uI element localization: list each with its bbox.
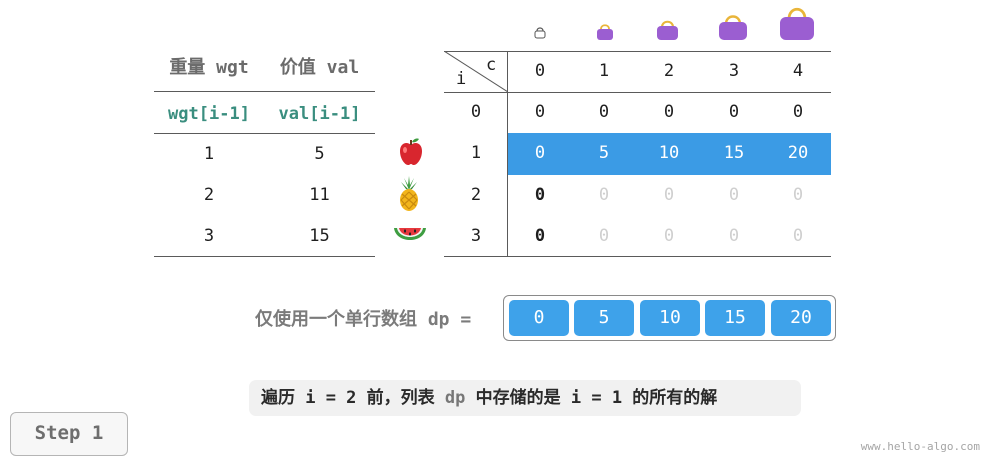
- grid-cell-1-2: 10: [658, 143, 680, 163]
- grid-row-header-2: 2: [470, 185, 482, 205]
- grid-cell-0-4: 0: [792, 102, 804, 122]
- grid-cell-1-3: 15: [723, 143, 745, 163]
- grid-col-header-3: 3: [728, 61, 740, 81]
- grid-col-header-1: 1: [598, 61, 610, 81]
- grid-col-axis-label: c: [486, 55, 497, 75]
- grid-row-header-1: 1: [470, 143, 482, 163]
- grid-cell-0-0: 0: [534, 102, 546, 122]
- bag-icon-capacity-0: [534, 27, 546, 39]
- grid-cell-3-0: 0: [534, 226, 546, 246]
- item-value-3: 15: [309, 226, 330, 246]
- grid-row-axis-label: i: [456, 69, 467, 89]
- grid-col-header-0: 0: [534, 61, 546, 81]
- item-weight-2: 2: [203, 185, 215, 205]
- caption-keyword: dp: [444, 388, 466, 408]
- grid-cell-3-3: 0: [728, 226, 740, 246]
- grid-cell-2-0: 0: [534, 185, 546, 205]
- header-value: 价值 val: [279, 57, 360, 78]
- grid-top-border: [444, 51, 831, 52]
- grid-cell-2-4: 0: [792, 185, 804, 205]
- highlighted-row: [508, 133, 831, 175]
- grid-cell-2-1: 0: [598, 185, 610, 205]
- item-value-1: 5: [314, 144, 325, 164]
- bag-icon-capacity-3: [719, 15, 747, 40]
- grid-row-header-0: 0: [470, 102, 482, 122]
- grid-cell-0-3: 0: [728, 102, 740, 122]
- watermark: www.hello-algo.com: [860, 440, 980, 453]
- grid-col-header-2: 2: [663, 61, 675, 81]
- dp-array-cell-0: 0: [509, 300, 569, 336]
- watermelon-icon: [394, 228, 426, 240]
- bag-icon-capacity-2: [657, 20, 678, 40]
- subheader-weight: wgt[i-1]: [168, 104, 250, 124]
- grid-cell-0-2: 0: [663, 102, 675, 122]
- grid-row-header-divider: [507, 51, 508, 256]
- item-value-2: 11: [309, 185, 330, 205]
- grid-row-header-3: 3: [470, 226, 482, 246]
- grid-cell-3-4: 0: [792, 226, 804, 246]
- grid-corner-diagonal: [444, 51, 508, 92]
- step-caption: 遍历 i = 2 前，列表 dp 中存储的是 i = 1 的所有的解: [249, 380, 801, 416]
- dp-array-label: 仅使用一个单行数组 dp =: [255, 309, 472, 330]
- caption-part1: 遍历 i = 2 前，列表: [261, 388, 435, 408]
- grid-cell-2-2: 0: [663, 185, 675, 205]
- grid-cell-3-2: 0: [663, 226, 675, 246]
- item-weight-3: 3: [203, 226, 215, 246]
- subheader-value: val[i-1]: [278, 104, 361, 124]
- apple-icon: [400, 138, 422, 165]
- items-subheader-divider: [154, 133, 375, 134]
- dp-array-cell-3: 15: [705, 300, 765, 336]
- bag-icon-capacity-4: [780, 7, 814, 40]
- caption-part2: 中存储的是 i = 1 的所有的解: [475, 388, 718, 408]
- grid-cell-1-1: 5: [598, 143, 610, 163]
- step-button[interactable]: Step 1: [10, 412, 128, 456]
- pineapple-icon: [400, 176, 418, 211]
- grid-cell-3-1: 0: [598, 226, 610, 246]
- grid-col-header-4: 4: [792, 61, 804, 81]
- dp-array-cell-1: 5: [574, 300, 634, 336]
- dp-array-cell-2: 10: [640, 300, 700, 336]
- bag-icon-capacity-1: [597, 24, 613, 40]
- header-weight: 重量 wgt: [169, 57, 249, 78]
- grid-cell-2-3: 0: [728, 185, 740, 205]
- grid-cell-0-1: 0: [598, 102, 610, 122]
- dp-array-frame: [503, 295, 836, 341]
- grid-header-divider: [444, 92, 831, 93]
- grid-bottom-border: [444, 256, 831, 257]
- item-weight-1: 1: [203, 144, 215, 164]
- items-header-divider: [154, 91, 375, 92]
- grid-cell-1-4: 20: [787, 143, 809, 163]
- grid-cell-1-0: 0: [534, 143, 546, 163]
- items-bottom-border: [154, 256, 375, 257]
- dp-array-cell-4: 20: [771, 300, 831, 336]
